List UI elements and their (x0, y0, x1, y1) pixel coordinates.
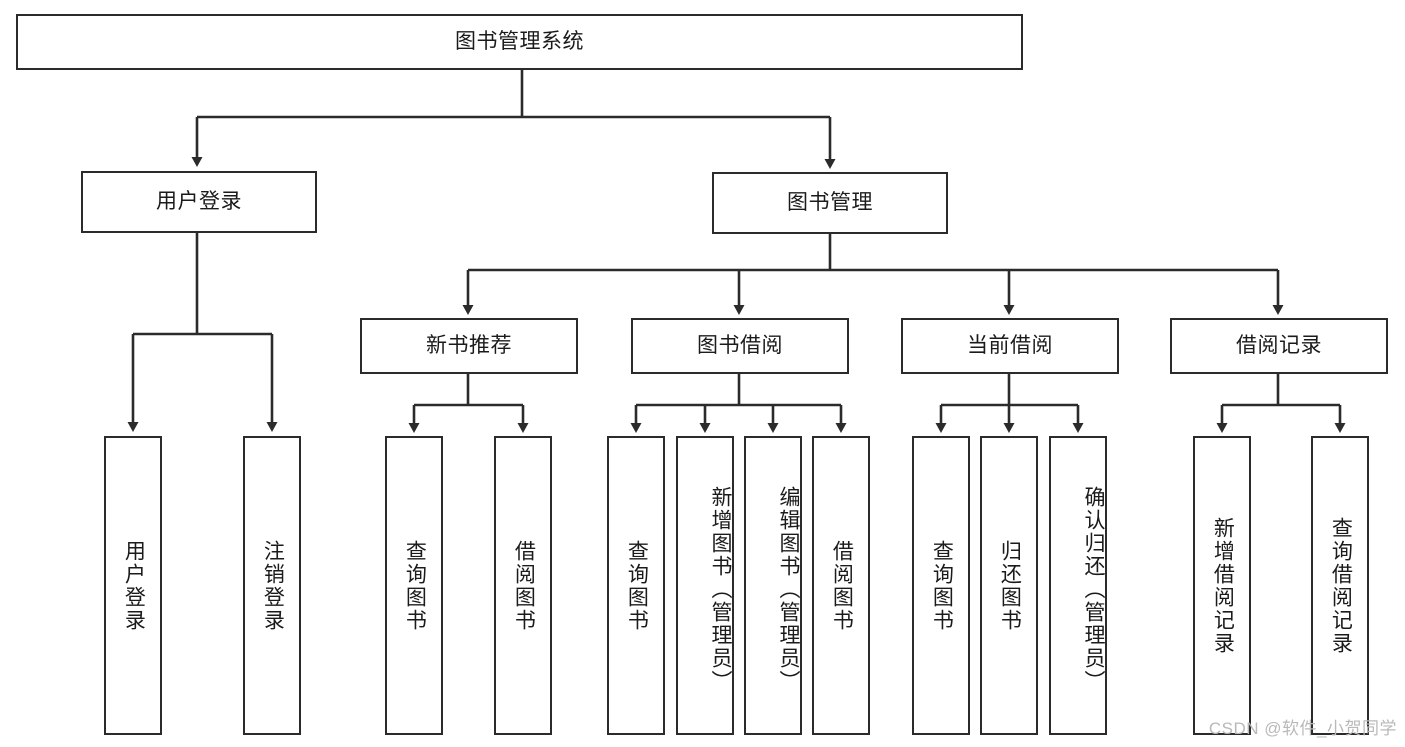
leaf-current-return-book[interactable]: 归还图书 (980, 436, 1038, 735)
leaf-record-query[interactable]: 查询借阅记录 (1311, 436, 1369, 735)
leaf-borrow-borrow-book[interactable]: 借阅图书 (812, 436, 870, 735)
leaf-current-query-book[interactable]: 查询图书 (912, 436, 970, 735)
node-book-borrow[interactable]: 图书借阅 (631, 318, 849, 374)
leaf-user-login-logout[interactable]: 注销登录 (243, 436, 301, 735)
leaf-label: 借阅图书 (512, 539, 536, 632)
leaf-label: 查询图书 (625, 539, 649, 632)
leaf-user-login-login[interactable]: 用户登录 (104, 436, 162, 735)
leaf-label: 归还图书 (998, 539, 1022, 632)
leaf-record-add[interactable]: 新增借阅记录 (1193, 436, 1251, 735)
node-root-label: 图书管理系统 (455, 29, 584, 53)
node-borrow-record-label: 借阅记录 (1236, 333, 1322, 357)
node-user-login-label: 用户登录 (156, 189, 242, 213)
node-new-book-recommend-label: 新书推荐 (426, 333, 512, 357)
node-book-borrow-label: 图书借阅 (697, 333, 783, 357)
leaf-label: 注销登录 (261, 539, 285, 632)
node-new-book-recommend[interactable]: 新书推荐 (360, 318, 578, 374)
node-current-borrow[interactable]: 当前借阅 (901, 318, 1119, 374)
leaf-label: 查询图书 (930, 539, 954, 632)
node-user-login[interactable]: 用户登录 (81, 171, 317, 233)
leaf-label: 新增借阅记录 (1211, 516, 1235, 655)
watermark: CSDN @软件_小贺同学 (1208, 719, 1397, 738)
leaf-label: 借阅图书 (830, 539, 854, 632)
node-borrow-record[interactable]: 借阅记录 (1170, 318, 1388, 374)
node-root[interactable]: 图书管理系统 (16, 14, 1023, 70)
leaf-label: 确认归还（管理员） (1082, 486, 1105, 693)
node-book-management-label: 图书管理 (787, 190, 873, 214)
leaf-new-book-borrow[interactable]: 借阅图书 (494, 436, 552, 735)
leaf-label: 查询借阅记录 (1329, 516, 1353, 655)
leaf-current-confirm-return-admin[interactable]: 确认归还（管理员） (1049, 436, 1107, 735)
leaf-borrow-add-book-admin[interactable]: 新增图书（管理员） (676, 436, 734, 735)
leaf-label: 新增图书（管理员） (709, 486, 732, 693)
node-book-management[interactable]: 图书管理 (712, 172, 948, 234)
node-current-borrow-label: 当前借阅 (967, 333, 1053, 357)
leaf-borrow-query-book[interactable]: 查询图书 (607, 436, 665, 735)
leaf-new-book-query[interactable]: 查询图书 (385, 436, 443, 735)
leaf-borrow-edit-book-admin[interactable]: 编辑图书（管理员） (744, 436, 802, 735)
leaf-label: 用户登录 (122, 539, 146, 632)
leaf-label: 编辑图书（管理员） (777, 486, 800, 693)
leaf-label: 查询图书 (403, 539, 427, 632)
